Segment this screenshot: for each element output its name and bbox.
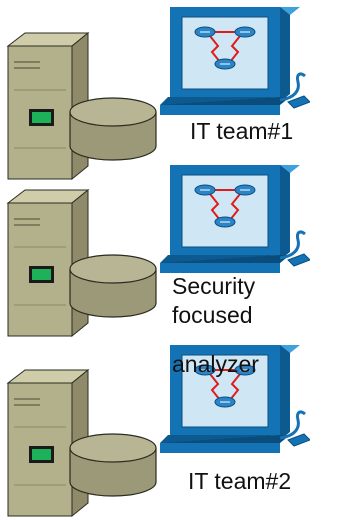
station-label-line-3: analyzer [172,351,259,377]
disk-storage-icon [68,94,158,164]
station-it-team-2: IT team#2 [0,340,344,515]
station-security-analyzer: Security focused [0,158,344,333]
station-label: IT team#1 [190,118,294,144]
disk-storage-icon [68,430,158,500]
disk-storage-icon [68,251,158,321]
station-label-line-2: focused [172,302,253,328]
station-it-team-1: IT team#1 [0,0,344,175]
station-label: IT team#2 [188,468,292,494]
station-label-line-1: Security [172,273,256,299]
network-management-workstation-icon [160,2,310,122]
network-management-workstation-icon [160,160,310,280]
